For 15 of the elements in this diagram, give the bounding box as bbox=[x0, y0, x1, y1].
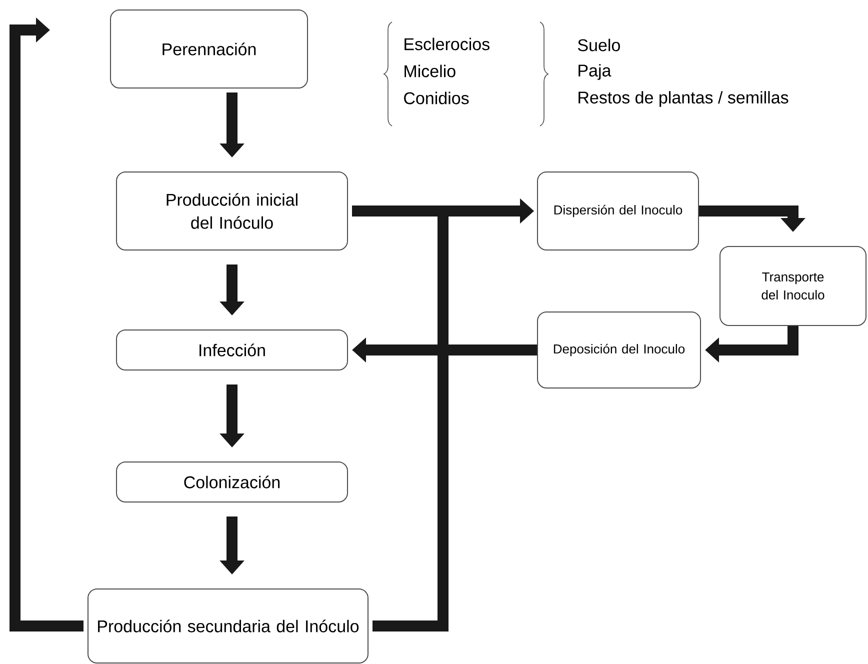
list-item: Esclerocios bbox=[404, 38, 490, 50]
process-box: Infección bbox=[116, 330, 348, 370]
list-item: Conidios bbox=[404, 92, 469, 104]
list-item: Paja bbox=[578, 64, 612, 80]
process-box: Producción secundaria del Inóculo bbox=[88, 588, 368, 664]
process-box: Producción inicial del Inóculo bbox=[116, 172, 348, 250]
process-box: Colonización bbox=[116, 462, 348, 502]
list-item: Micelio bbox=[404, 64, 456, 78]
arrow bbox=[10, 18, 84, 632]
list-item: Suelo bbox=[578, 38, 620, 52]
process-box: Transporte del Inoculo bbox=[720, 246, 866, 326]
process-box: Dispersión del Inoculo bbox=[537, 172, 699, 250]
process-box: Perennación bbox=[110, 10, 308, 88]
process-box: Deposición del Inoculo bbox=[537, 312, 701, 388]
list-item: Restos de plantas / semillas bbox=[578, 91, 788, 107]
